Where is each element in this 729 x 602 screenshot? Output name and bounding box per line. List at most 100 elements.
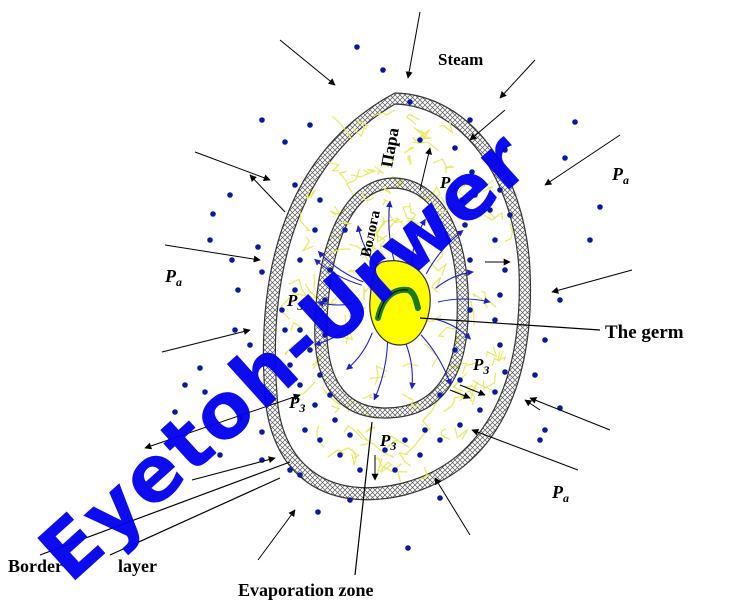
vein-line [365,168,377,176]
vein-line [484,211,504,221]
evaporation-zone-label: Evaporation zone [238,580,374,600]
p3-label-lower-left: P3 [288,393,305,415]
vein-line [345,169,360,195]
p3-label-upper: P3 [439,173,456,195]
vein-line [430,185,441,199]
p3-label-left: P3 [286,291,303,313]
vein-line [469,381,478,402]
vein-line [328,248,351,255]
steam-dot [422,427,428,433]
germ-label: The germ [605,322,684,343]
moisture-flow-arrows [313,200,491,401]
vein-line [364,425,376,434]
steam-dot [255,244,261,250]
flow-arrow [437,297,491,304]
vein-line [428,260,447,276]
vein-line [382,198,389,206]
svg-text:P3: P3 [439,173,456,195]
vein-line [313,273,316,289]
svg-text:P3: P3 [379,431,396,453]
steam-dot [207,237,213,243]
steam-dot [502,267,508,273]
steam-dot [307,347,313,353]
vein-line [491,350,504,366]
p3-label-bottom: P3 [379,431,396,453]
svg-text:Pa: Pa [551,482,569,505]
steam-dot [357,467,363,473]
steam-dot [279,307,285,313]
steam-dot [307,122,313,128]
vein-line [432,158,447,174]
pressure-arrow [449,389,471,399]
steam-dot [297,472,303,478]
pressure-arrow [164,244,261,263]
steam-dot [322,297,328,303]
vein-line [504,223,514,242]
pressure-arrow [191,456,276,481]
steam-dot [332,417,338,423]
steam-dot [210,211,216,217]
vein-line [418,466,430,481]
vein-line [352,125,365,138]
vein-line [463,385,476,405]
pressure-arrow [459,384,486,396]
vein-line [341,221,353,226]
vein-line [369,375,386,380]
steam-dot [292,182,298,188]
pa-label-left: Pa [164,266,182,289]
vein-line [331,405,341,414]
vein-line [485,346,498,358]
svg-text:P3: P3 [288,393,305,415]
vein-line [349,243,369,255]
vein-line [412,141,439,152]
border-label: Border [8,556,63,576]
steam-dot [217,452,223,458]
vein-line [397,471,408,483]
steam-dot [297,382,303,388]
vein-line [461,360,478,375]
steam-dot [317,437,323,443]
pressure-arrow [434,477,471,536]
vein-line [419,129,431,141]
steam-dot [405,545,411,551]
steam-dot [467,307,473,313]
vein-line [422,399,439,430]
steam-dot [382,447,388,453]
pressure-arrow [249,174,286,213]
vein-line [472,379,494,392]
flow-arrow [346,332,373,370]
vein-line [343,424,363,440]
vein-line [496,351,507,362]
flow-arrow [425,230,464,274]
steam-dot [437,392,443,398]
pressure-arrow [529,397,611,431]
steam-dot [354,44,360,50]
steam-dot [562,155,568,161]
flow-arrow [411,218,426,265]
steam-dot [202,389,208,395]
vein-line [347,268,358,275]
pressure-arrow [279,39,336,86]
steam-dot [487,207,493,213]
vein-line [454,427,469,440]
steam-dot [497,342,503,348]
vein-line [423,343,439,367]
vein-line [402,205,415,221]
vein-line [371,226,388,243]
steam-dot [259,117,265,123]
steam-dot [542,427,548,433]
vein-line [413,126,432,140]
steam-dot [292,287,298,293]
pressure-arrow [405,11,421,79]
pressure-arrow [419,147,432,191]
vein-line [294,293,312,307]
vein-line [405,211,417,222]
steam-dot [380,67,386,73]
steam-dot [337,452,343,458]
vein-line [356,119,369,130]
vein-line [439,121,454,135]
vein-line [338,170,348,183]
vein-line [472,205,496,219]
steam-dot [452,145,458,151]
vein-line [404,146,415,154]
